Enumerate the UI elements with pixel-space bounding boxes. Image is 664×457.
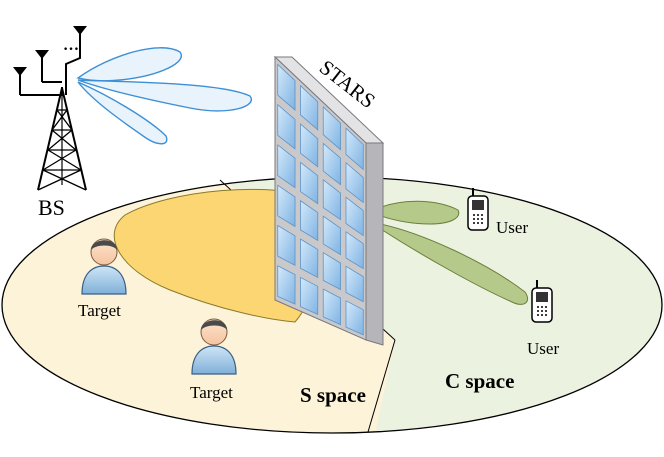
bs-beam-3 — [77, 81, 168, 145]
stars-element — [300, 238, 319, 279]
base-station-tower-icon — [13, 26, 87, 191]
antenna-element-3 — [73, 26, 87, 35]
user-label-2: User — [527, 339, 559, 358]
person-target-icon — [81, 238, 127, 295]
user-label-1: User — [496, 218, 528, 237]
mobile-phone-icon — [467, 188, 489, 231]
stars-element — [300, 161, 319, 205]
tower-lattice — [37, 109, 87, 191]
tower-leg-right — [61, 87, 87, 191]
stars-element — [345, 161, 364, 204]
target-label-2: Target — [190, 383, 233, 402]
stars-element — [345, 265, 364, 303]
communication-beams — [368, 200, 529, 305]
stars-element — [345, 300, 364, 336]
target-label-1: Target — [78, 301, 121, 320]
stars-elements-grid — [277, 63, 364, 336]
bs-beam-1 — [76, 47, 183, 82]
bs-beam-2 — [77, 79, 253, 112]
stars-element — [277, 103, 296, 150]
s-space-label: S space — [300, 383, 366, 407]
stars-element — [277, 265, 296, 305]
stars-side-edge — [365, 142, 384, 346]
stars-panel — [273, 55, 385, 346]
stars-element — [300, 199, 319, 242]
stars-element — [300, 276, 319, 315]
person-target-icon — [191, 318, 237, 375]
stars-element — [277, 63, 296, 111]
stars-element — [322, 251, 341, 291]
stars-element — [277, 144, 296, 189]
stars-element — [322, 142, 341, 186]
stars-element — [300, 84, 319, 131]
stars-element — [345, 196, 364, 237]
tower-leg-left — [37, 87, 63, 191]
stars-element — [277, 184, 296, 228]
stars-front-face — [274, 55, 367, 341]
antenna-feed-lower — [20, 87, 63, 96]
bs-beams — [76, 47, 253, 145]
stars-element — [322, 106, 341, 151]
c-space-label: C space — [445, 369, 514, 393]
stars-element — [277, 224, 296, 266]
stars-element — [345, 231, 364, 270]
stars-element — [322, 215, 341, 256]
comm-beam-user-2 — [369, 221, 529, 305]
antenna-feed-upper — [65, 50, 81, 95]
bs-label: BS — [38, 195, 65, 220]
space-divider-lower — [367, 339, 396, 433]
antenna-element-2 — [35, 50, 49, 59]
stars-element — [322, 288, 341, 326]
antenna-element-1 — [13, 67, 27, 76]
stars-element — [300, 123, 319, 168]
stars-element — [345, 127, 364, 171]
mobile-phone-icon — [531, 280, 553, 323]
comm-beam-user-1 — [368, 200, 460, 225]
antenna-dots-label: … — [63, 37, 79, 54]
stars-element — [322, 179, 341, 221]
